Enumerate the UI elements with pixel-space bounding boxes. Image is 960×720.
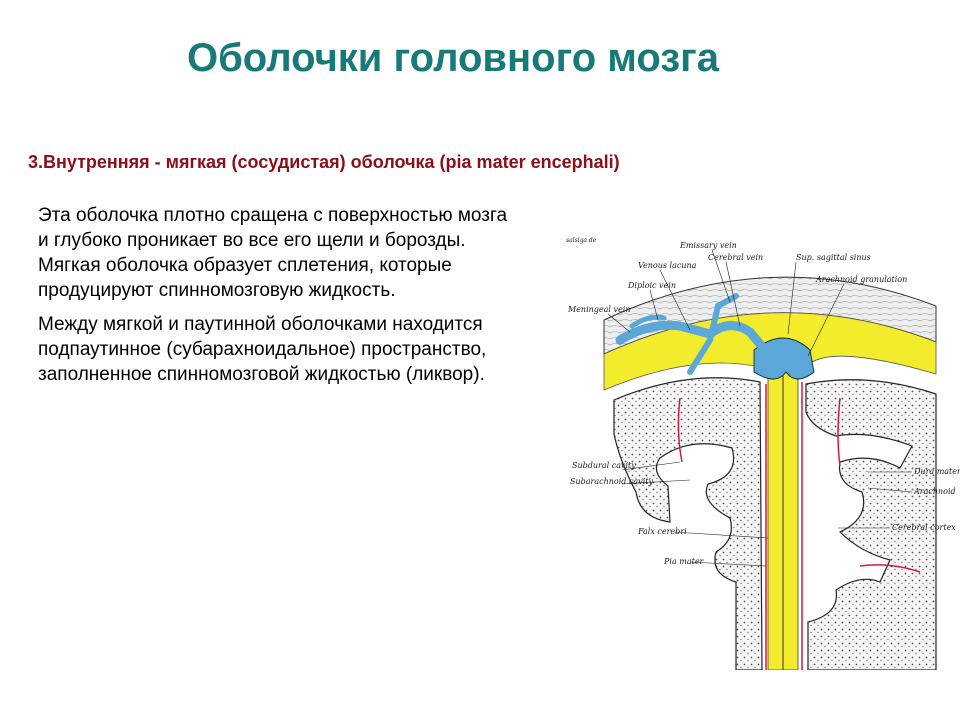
paragraph-subarachnoid-space: Между мягкой и паутинной оболочками нахо… [38,314,487,385]
source-tag: salsiga.de [566,237,597,244]
cerebral-vein [687,293,739,375]
label-cerebral-cortex: Cerebral cortex [892,523,956,532]
label-arachnoid-granulation: Arachnoid granulation [815,275,907,284]
paragraph-pia-description: Эта оболочка плотно сращена с поверхност… [38,205,508,301]
pia-mater-line-left [677,397,683,463]
page-title: Оболочки головного мозга [186,36,720,80]
label-meningeal-vein: Meningeal vein [567,305,630,314]
venous-lacuna-vein [615,320,773,359]
label-pia-mater: Pia mater [663,557,705,566]
label-diploic-vein: Diploic vein [627,281,676,290]
diploic-vein [629,314,667,329]
label-emissary-vein: Emissary vein [679,241,737,250]
body-text: Эта оболочка плотно сращена с поверхност… [38,203,518,396]
label-dura-mater: Dura mater [913,467,960,476]
label-arachnoid: Arachnoid [913,487,956,496]
label-subarachnoid-cavity: Subarachnoid cavity [570,477,653,486]
cortex-right [805,379,937,670]
label-sup-sagittal-sinus: Sup. sagittal sinus [796,253,871,262]
label-cerebral-vein: Cerebral vein [708,253,763,262]
meninges-diagram: salsiga.de Emissary vein Venous lacuna C… [540,222,960,670]
section-subtitle: 3.Внутренняя - мягкая (сосудистая) оболо… [28,152,620,172]
label-falx-cerebri: Falx cerebri [637,527,687,536]
label-subdural-cavity: Subdural cavity [572,461,636,470]
pia-mater-line-right2 [837,397,921,573]
cortex-left [613,377,763,670]
label-venous-lacuna: Venous lacuna [638,261,697,270]
